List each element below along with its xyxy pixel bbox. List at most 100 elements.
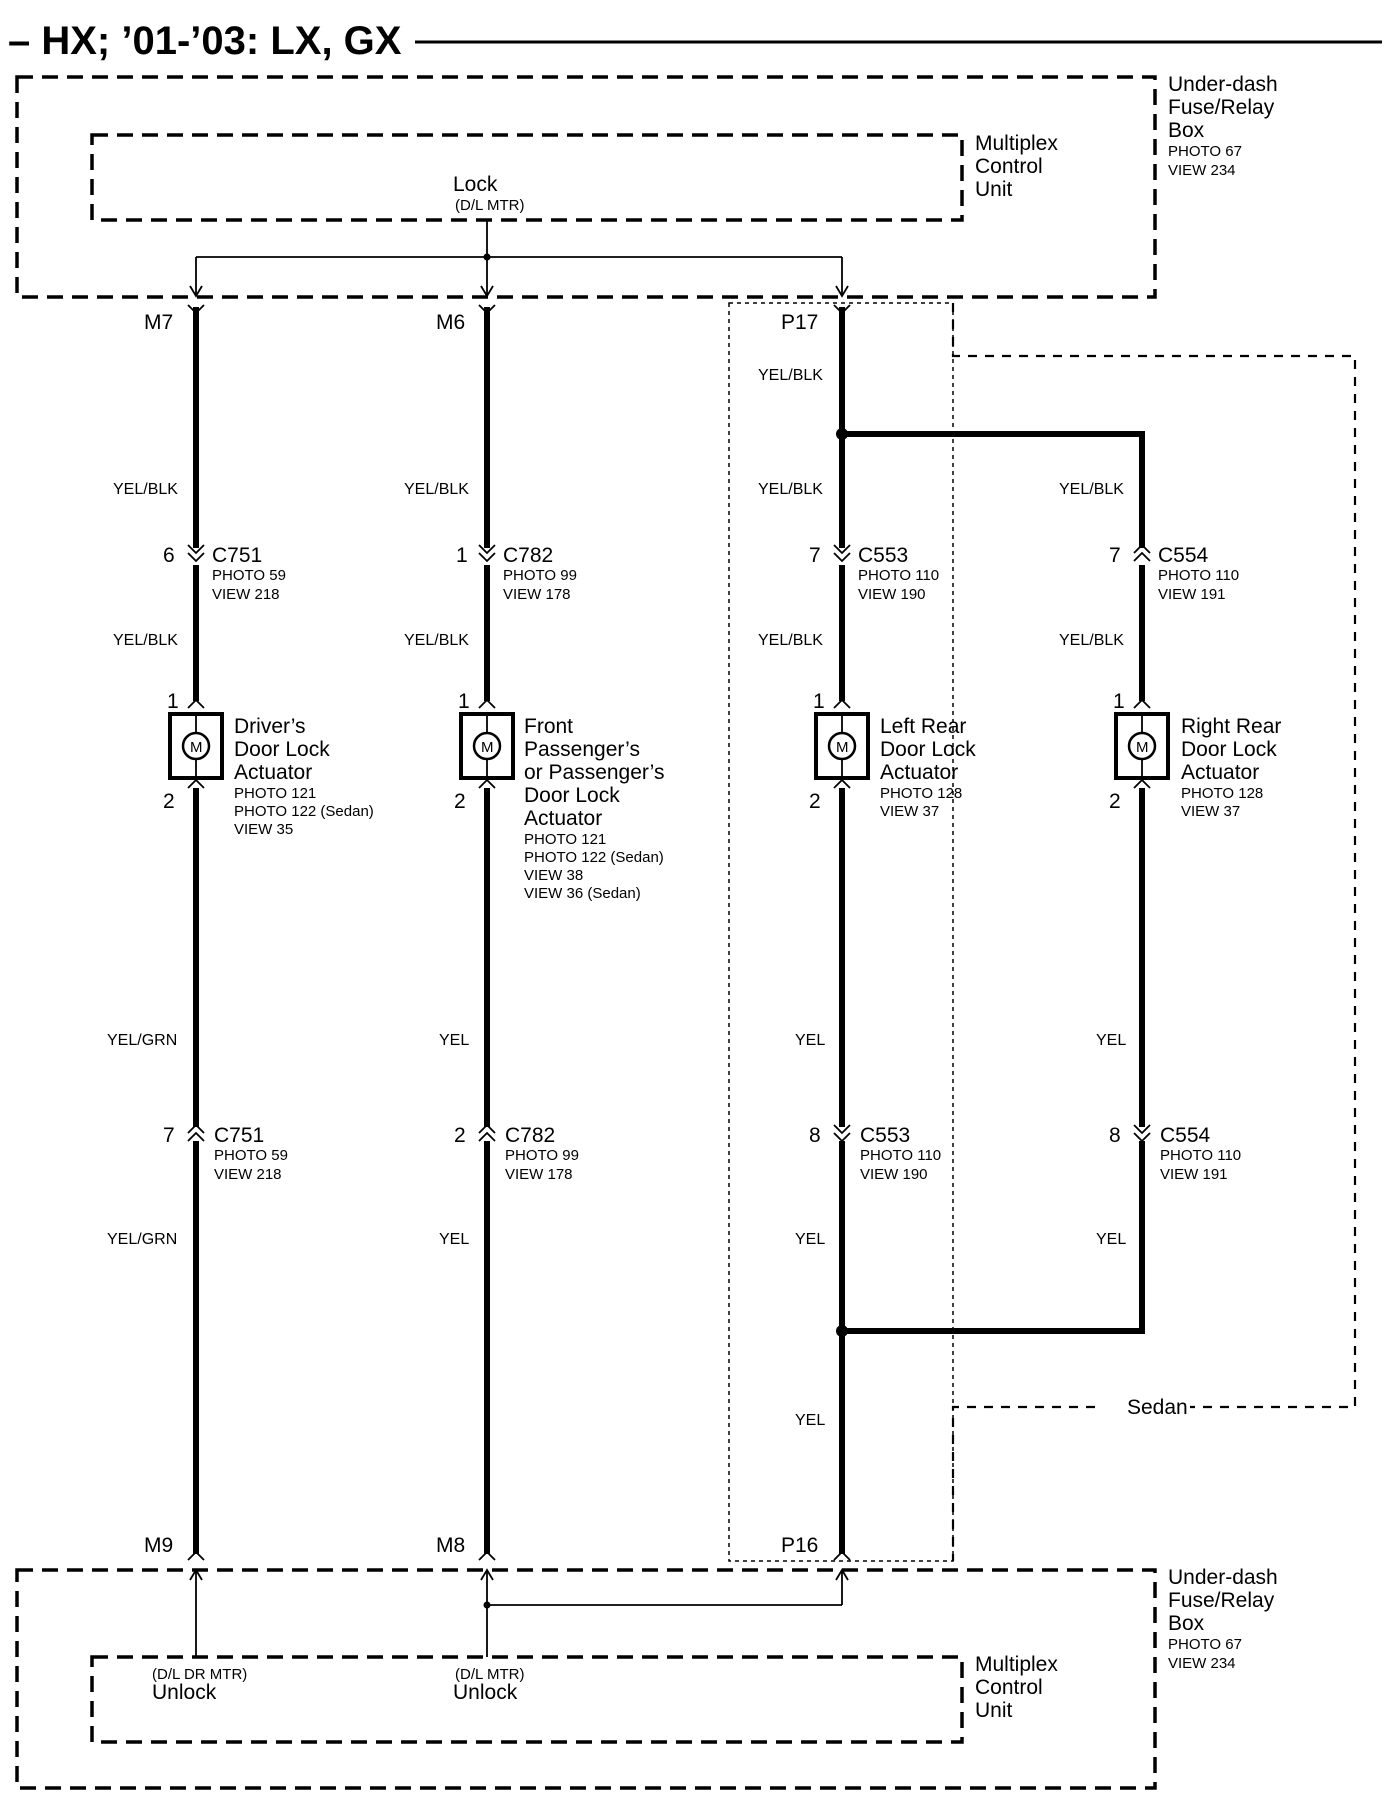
passenger-actuator — [459, 698, 515, 789]
actuator-pin-1: 1 — [167, 690, 179, 713]
actuator-label: Right Rear Door Lock Actuator PHOTO 128 … — [1181, 715, 1286, 820]
wire-color: YEL/BLK — [113, 481, 178, 498]
connector-pin: 2 — [454, 1124, 466, 1147]
actuator-pin-1: 1 — [813, 690, 825, 713]
connector-pin: 7 — [163, 1124, 175, 1147]
connector-c553-pin8 — [833, 1124, 851, 1143]
passenger-door-circuit — [478, 304, 496, 1561]
connector-c751-pin7 — [187, 1123, 205, 1142]
motor-symbol: M — [190, 739, 203, 756]
left-rear-actuator — [814, 698, 870, 789]
actuator-pin-2: 2 — [809, 790, 821, 813]
sedan-label: Sedan — [1127, 1396, 1188, 1419]
connector-pin: 6 — [163, 544, 175, 567]
connector-name: C553 — [860, 1124, 910, 1147]
wire-color: YEL/GRN — [107, 1231, 177, 1248]
wire-color: YEL — [795, 1032, 825, 1049]
pin-p16: P16 — [781, 1534, 818, 1557]
pin-m8: M8 — [436, 1534, 465, 1557]
connector-pin: 8 — [1109, 1124, 1121, 1147]
connector-name: C782 — [503, 544, 553, 567]
connector-c782-pin2 — [478, 1123, 496, 1142]
bottom-mcu-label: Multiplex Control Unit — [975, 1653, 1062, 1722]
wire-color: YEL — [439, 1231, 469, 1248]
actuator-label: Driver’s Door Lock Actuator PHOTO 121 PH… — [234, 715, 378, 838]
actuator-pin-2: 2 — [454, 790, 466, 813]
top-fuse-box-label: Under-dash Fuse/Relay Box PHOTO 67 VIEW … — [1168, 73, 1282, 179]
wire-color: YEL — [439, 1032, 469, 1049]
connector-c751-pin6 — [187, 544, 205, 563]
lock-output-label: Lock — [453, 173, 498, 196]
actuator-label: Front Passenger’s or Passenger’s Door Lo… — [524, 715, 669, 902]
connector-pin: 7 — [809, 544, 821, 567]
wire-color: YEL/BLK — [404, 481, 469, 498]
connector-pin: 1 — [456, 544, 468, 567]
left-rear-door-circuit — [833, 304, 1145, 1561]
actuator-pin-2: 2 — [1109, 790, 1121, 813]
right-rear-actuator — [1114, 698, 1170, 789]
lock-output-sublabel: (D/L MTR) — [455, 197, 524, 214]
connector-refs: PHOTO 110 VIEW 190 — [860, 1147, 946, 1183]
connector-refs: PHOTO 99 VIEW 178 — [503, 567, 581, 603]
actuator-pin-1: 1 — [458, 690, 470, 713]
connector-name: C554 — [1160, 1124, 1211, 1147]
driver-door-circuit — [187, 304, 205, 1561]
actuator-pin-1: 1 — [1113, 690, 1125, 713]
connector-name: C554 — [1158, 544, 1209, 567]
wire-color: YEL — [795, 1231, 825, 1248]
connector-refs: PHOTO 59 VIEW 218 — [212, 567, 290, 603]
connector-refs: PHOTO 59 VIEW 218 — [214, 1147, 292, 1183]
unlock-distribution — [189, 1568, 849, 1657]
connector-refs: PHOTO 110 VIEW 190 — [858, 567, 944, 603]
wire-color: YEL/BLK — [1059, 632, 1124, 649]
connector-pin: 7 — [1109, 544, 1121, 567]
unlock-passenger-label: Unlock — [453, 1681, 518, 1704]
bottom-multiplex-control-unit — [90, 1655, 964, 1744]
pin-m7: M7 — [144, 311, 173, 334]
wire-color: YEL/BLK — [404, 632, 469, 649]
wire-color: YEL — [795, 1412, 825, 1429]
actuator-pin-2: 2 — [163, 790, 175, 813]
connector-refs: PHOTO 99 VIEW 178 — [505, 1147, 583, 1183]
connector-pin: 8 — [809, 1124, 821, 1147]
wire-color: YEL — [1096, 1032, 1126, 1049]
unlock-passenger-sublabel: (D/L MTR) — [455, 1666, 524, 1683]
page-title: – HX; ’01-’03: LX, GX — [8, 19, 402, 63]
actuator-label: Left Rear Door Lock Actuator PHOTO 128 V… — [880, 715, 980, 820]
motor-symbol: M — [1136, 739, 1149, 756]
sedan-region-dotted — [728, 302, 954, 1562]
connector-c554-pin7 — [1133, 543, 1151, 562]
unlock-driver-sublabel: (D/L DR MTR) — [152, 1666, 247, 1683]
connector-refs: PHOTO 110 VIEW 191 — [1158, 567, 1244, 603]
connector-name: C553 — [858, 544, 908, 567]
motor-symbol: M — [836, 739, 849, 756]
wire-color: YEL/BLK — [1059, 481, 1124, 498]
connector-name: C751 — [214, 1124, 264, 1147]
connector-c782-pin1 — [478, 544, 496, 563]
sedan-region-dashed — [951, 303, 1357, 1561]
wire-color: YEL/BLK — [758, 632, 823, 649]
pin-p17: P17 — [781, 311, 818, 334]
wire-color: YEL/GRN — [107, 1032, 177, 1049]
connector-name: C782 — [505, 1124, 555, 1147]
wire-color: YEL/BLK — [758, 481, 823, 498]
bottom-fuse-relay-box — [15, 1568, 1157, 1790]
unlock-driver-label: Unlock — [152, 1681, 217, 1704]
wire-color: YEL/BLK — [758, 367, 823, 384]
connector-refs: PHOTO 110 VIEW 191 — [1160, 1147, 1246, 1183]
wire-color: YEL/BLK — [113, 632, 178, 649]
connector-c554-pin8 — [1133, 1124, 1151, 1143]
wire-color: YEL — [1096, 1231, 1126, 1248]
top-fuse-relay-box — [15, 75, 1157, 299]
bottom-fuse-box-label: Under-dash Fuse/Relay Box PHOTO 67 VIEW … — [1168, 1566, 1282, 1672]
pin-m9: M9 — [144, 1534, 173, 1557]
driver-actuator — [168, 698, 224, 789]
lock-distribution — [189, 220, 849, 298]
connector-name: C751 — [212, 544, 262, 567]
connector-c553-pin7 — [833, 544, 851, 563]
top-multiplex-control-unit — [90, 133, 964, 222]
top-mcu-label: Multiplex Control Unit — [975, 132, 1062, 201]
motor-symbol: M — [481, 739, 494, 756]
pin-m6: M6 — [436, 311, 465, 334]
